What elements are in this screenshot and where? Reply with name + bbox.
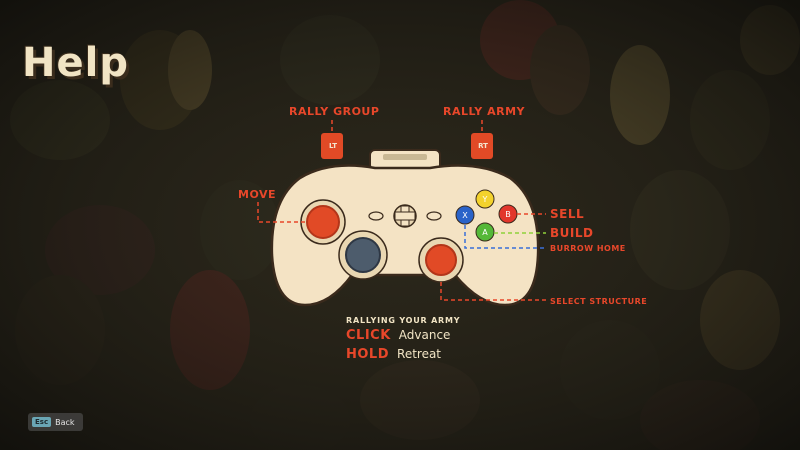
esc-key-icon: Esc bbox=[32, 417, 52, 427]
left-stick bbox=[306, 205, 340, 239]
back-button[interactable]: Esc Back bbox=[28, 413, 83, 431]
rally-hold-row: HOLD Retreat bbox=[346, 347, 441, 362]
rt-button-label: RT bbox=[474, 137, 492, 155]
x-button-icon bbox=[455, 205, 475, 225]
hold-key: HOLD bbox=[346, 347, 390, 362]
rally-click-row: CLICK Advance bbox=[346, 328, 450, 343]
click-action: Advance bbox=[398, 328, 451, 342]
y-button-icon bbox=[475, 189, 495, 209]
select-structure-label: SELECT STRUCTURE bbox=[550, 297, 648, 306]
burrow-home-label: BURROW HOME bbox=[550, 244, 626, 253]
build-label: BUILD bbox=[550, 226, 594, 240]
svg-text:B: B bbox=[505, 210, 511, 219]
click-key: CLICK bbox=[346, 328, 391, 343]
right-stick bbox=[425, 244, 457, 276]
lt-button-label: LT bbox=[324, 137, 342, 155]
controller-body bbox=[270, 164, 540, 307]
a-button-icon bbox=[475, 222, 495, 242]
svg-text:Y: Y bbox=[482, 195, 488, 204]
rally-group-label: RALLY GROUP bbox=[289, 105, 380, 118]
rally-army-label: RALLY ARMY bbox=[443, 105, 525, 118]
svg-text:A: A bbox=[482, 228, 488, 237]
svg-text:X: X bbox=[462, 211, 468, 220]
screen-title: Help bbox=[22, 40, 129, 86]
rallying-title: RALLYING YOUR ARMY bbox=[346, 316, 461, 325]
gamepad-diagram: Y X B A bbox=[270, 133, 540, 307]
sell-label: SELL bbox=[550, 207, 585, 221]
dpad bbox=[345, 237, 381, 273]
move-label: MOVE bbox=[238, 188, 277, 201]
back-label: Back bbox=[55, 417, 75, 427]
hold-action: Retreat bbox=[397, 347, 442, 361]
